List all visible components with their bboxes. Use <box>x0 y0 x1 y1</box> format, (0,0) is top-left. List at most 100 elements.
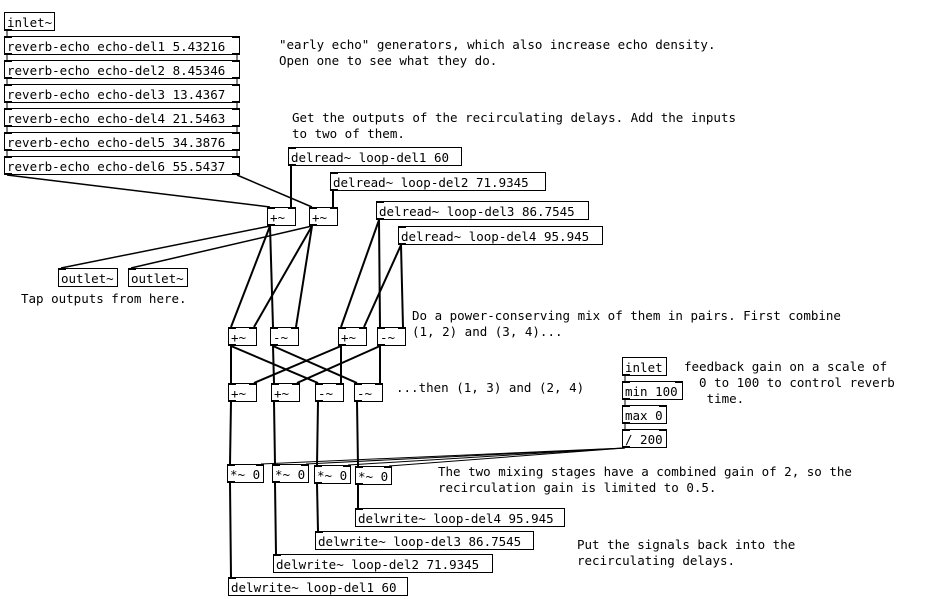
mix1-add-object-c[interactable]: +~ <box>338 327 367 346</box>
reverb-echo-object-2[interactable]: reverb-echo echo-del2 8.45346 <box>4 60 240 79</box>
object-label: +~ <box>341 330 357 345</box>
patch-cord[interactable] <box>230 345 319 384</box>
patch-cord[interactable] <box>230 225 271 328</box>
object-label: delread~ loop-del3 86.7545 <box>379 204 575 219</box>
object-label: reverb-echo echo-del6 55.5437 <box>7 159 226 174</box>
patch-cord[interactable] <box>363 244 402 328</box>
object-label: delwrite~ loop-del2 71.9345 <box>276 557 480 572</box>
patch-cord[interactable] <box>340 219 380 328</box>
delwrite-object-3[interactable]: delwrite~ loop-del3 86.7545 <box>315 531 534 550</box>
reverb-echo-object-4[interactable]: reverb-echo echo-del4 21.5463 <box>4 108 240 127</box>
object-label: delread~ loop-del2 71.9345 <box>333 175 529 190</box>
object-label: +~ <box>270 210 286 225</box>
patch-cord[interactable] <box>236 174 313 208</box>
add-object-b[interactable]: +~ <box>309 207 338 226</box>
object-label: reverb-echo echo-del3 13.4367 <box>7 87 226 102</box>
reverb-echo-object-1[interactable]: reverb-echo echo-del1 5.43216 <box>4 36 240 55</box>
comment-get-outputs: Get the outputs of the recirculating del… <box>292 110 737 141</box>
object-label: *~ 0 <box>230 467 261 482</box>
patch-cord[interactable] <box>229 401 232 465</box>
patch-cord[interactable] <box>272 345 358 384</box>
patch-cord[interactable] <box>356 401 359 467</box>
object-label: *~ 0 <box>317 468 348 483</box>
mix1-add-object-a[interactable]: +~ <box>228 327 257 346</box>
comment-early-echo: "early echo" generators, which also incr… <box>279 37 716 68</box>
max-object[interactable]: max 0 <box>622 405 667 424</box>
object-label: +~ <box>274 386 290 401</box>
reverb-echo-object-5[interactable]: reverb-echo echo-del5 34.3876 <box>4 132 240 151</box>
multiply-object-4[interactable]: *~ 0 <box>355 466 392 485</box>
reverb-echo-object-3[interactable]: reverb-echo echo-del3 13.4367 <box>4 84 240 103</box>
mix1-sub-object-d[interactable]: -~ <box>377 327 406 346</box>
comment-tap-outputs: Tap outputs from here. <box>21 291 187 306</box>
object-label: *~ 0 <box>275 467 306 482</box>
object-label: -~ <box>380 330 396 345</box>
delwrite-object-1[interactable]: delwrite~ loop-del1 60 <box>228 577 408 596</box>
delwrite-object-4[interactable]: delwrite~ loop-del4 95.945 <box>355 508 565 527</box>
object-label: reverb-echo echo-del5 34.3876 <box>7 135 226 150</box>
comment-feedback: feedback gain on a scale of 0 to 100 to … <box>684 359 895 406</box>
object-label: / 200 <box>625 432 663 447</box>
patch-cord[interactable] <box>6 174 271 208</box>
object-label: *~ 0 <box>358 469 389 484</box>
add-object-a[interactable]: +~ <box>267 207 296 226</box>
object-label: delwrite~ loop-del1 60 <box>231 580 397 595</box>
object-label: delwrite~ loop-del4 95.945 <box>358 511 554 526</box>
patch-cord[interactable] <box>295 225 313 328</box>
multiply-object-1[interactable]: *~ 0 <box>227 464 264 483</box>
patch-cord[interactable] <box>253 225 313 328</box>
object-label: inlet~ <box>7 15 53 30</box>
outlet-signal-object-2[interactable]: outlet~ <box>128 268 188 287</box>
delread-object-2[interactable]: delread~ loop-del2 71.9345 <box>330 172 546 191</box>
patch-cord[interactable] <box>273 401 276 465</box>
multiply-object-2[interactable]: *~ 0 <box>272 464 309 483</box>
object-label: -~ <box>318 386 334 401</box>
patch-cord[interactable] <box>253 345 342 384</box>
mix2-add-object-a[interactable]: +~ <box>228 383 257 402</box>
inlet-signal-object[interactable]: inlet~ <box>4 12 56 31</box>
patch-cord[interactable] <box>269 225 274 328</box>
patch-cord[interactable] <box>274 482 277 555</box>
object-label: inlet <box>625 360 663 375</box>
patch-cord[interactable] <box>229 482 232 578</box>
delread-object-4[interactable]: delread~ loop-del4 95.945 <box>398 226 603 245</box>
comment-gain-note: The two mixing stages have a combined ga… <box>438 464 852 495</box>
patch-cord[interactable] <box>305 447 626 465</box>
mix1-sub-object-b[interactable]: -~ <box>270 327 299 346</box>
object-label: outlet~ <box>131 271 184 286</box>
mix2-add-object-b[interactable]: +~ <box>271 383 300 402</box>
patch-cord[interactable] <box>316 401 319 466</box>
mix2-sub-object-c[interactable]: -~ <box>315 383 344 402</box>
object-label: -~ <box>357 386 373 401</box>
inlet-control-object[interactable]: inlet <box>622 357 667 376</box>
patch-cord[interactable] <box>347 447 626 466</box>
patch-cord[interactable] <box>272 345 275 384</box>
object-label: min 100 <box>625 384 678 399</box>
object-label: +~ <box>312 210 328 225</box>
object-label: delread~ loop-del4 95.945 <box>401 229 590 244</box>
object-label: delread~ loop-del1 60 <box>291 150 450 165</box>
patch-cord[interactable] <box>260 447 626 465</box>
comment-then: ...then (1, 3) and (2, 4) <box>396 380 585 395</box>
comment-put-back: Put the signals back into the recirculat… <box>577 537 796 568</box>
object-label: reverb-echo echo-del2 8.45346 <box>7 63 226 78</box>
divide-object[interactable]: / 200 <box>622 429 667 448</box>
outlet-signal-object-1[interactable]: outlet~ <box>58 268 118 287</box>
patch-cord[interactable] <box>378 219 381 328</box>
object-label: reverb-echo echo-del1 5.43216 <box>7 39 226 54</box>
delread-object-1[interactable]: delread~ loop-del1 60 <box>288 147 462 166</box>
patch-cord[interactable] <box>60 225 271 269</box>
patch-cord[interactable] <box>296 345 381 384</box>
delwrite-object-2[interactable]: delwrite~ loop-del2 71.9345 <box>273 554 493 573</box>
min-object[interactable]: min 100 <box>622 381 683 400</box>
comment-power-mix: Do a power-conserving mix of them in pai… <box>412 308 841 339</box>
reverb-echo-object-6[interactable]: reverb-echo echo-del6 55.5437 <box>4 156 240 175</box>
multiply-object-3[interactable]: *~ 0 <box>314 465 351 484</box>
object-label: -~ <box>273 330 289 345</box>
mix2-sub-object-d[interactable]: -~ <box>354 383 383 402</box>
delread-object-3[interactable]: delread~ loop-del3 86.7545 <box>376 201 589 220</box>
patch-cord[interactable] <box>130 225 313 269</box>
patch-cord[interactable] <box>316 483 319 532</box>
patch-cord[interactable] <box>400 244 404 328</box>
